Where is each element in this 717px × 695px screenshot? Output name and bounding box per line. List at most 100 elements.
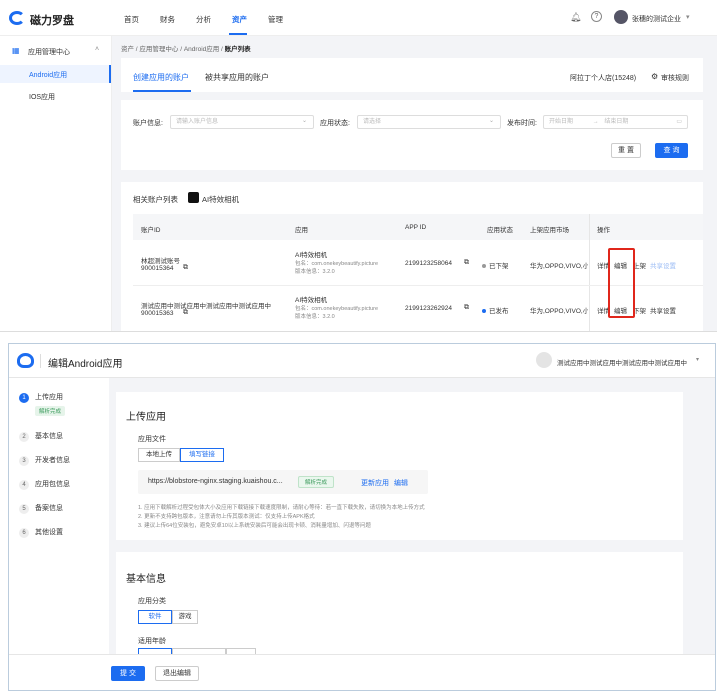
status-label: 应用状态:	[320, 120, 350, 127]
app-link[interactable]: AI特效相机	[295, 297, 328, 304]
delist-link[interactable]: 下架	[633, 308, 646, 315]
page-title: 编辑Android应用	[48, 359, 123, 370]
app-url: https://blobstore-nginx.staging.kuaishou…	[148, 478, 283, 485]
detail-link[interactable]: 详情	[597, 263, 610, 270]
category-software[interactable]: 软件	[138, 610, 172, 624]
nav-analysis[interactable]: 分析	[196, 15, 211, 24]
user-name[interactable]: 张穗的测试企业	[632, 16, 681, 23]
edit-link[interactable]: 编辑	[614, 308, 627, 315]
chevron-down-icon[interactable]: ▾	[686, 14, 690, 21]
step-number: 5	[19, 504, 29, 514]
copy-icon[interactable]: ⧉	[464, 304, 469, 311]
col-status: 应用状态	[487, 227, 513, 234]
end-date[interactable]: 结束日期	[604, 119, 629, 125]
copy-icon[interactable]: ⧉	[183, 309, 188, 316]
status-select[interactable]: 请选择	[357, 115, 501, 129]
step-number: 1	[19, 393, 29, 403]
upload-note: 1. 应用下载解析过程受包体大小及应用下载链接下载速度限制，请耐心等待：若一直下…	[138, 505, 425, 511]
search-button[interactable]: 查 询	[655, 143, 688, 158]
category-game[interactable]: 游戏	[172, 610, 198, 624]
update-app-link[interactable]: 更新应用	[361, 480, 389, 487]
chevron-up-icon[interactable]: ˄	[95, 46, 100, 53]
edit-link[interactable]: 编辑	[614, 263, 627, 270]
account-list-panel: 磁力罗盘 首页 财务 分析 资产 管理 🔔︎ ? 张穗的测试企业 ▾ ▦ 应用管…	[0, 0, 717, 332]
share-settings-link[interactable]: 共享设置	[650, 308, 676, 315]
account-table-card: 相关账户列表 AI特效相机 账户ID 应用 APP ID 应用状态 上架应用市场…	[121, 182, 703, 331]
link-input-toggle[interactable]: 填写链接	[180, 448, 224, 462]
step-number: 3	[19, 456, 29, 466]
avatar[interactable]	[536, 352, 552, 368]
sidebar-item-ios[interactable]: IOS应用	[29, 94, 56, 101]
section-title: 基本信息	[126, 574, 166, 585]
sidebar-group-app-center[interactable]: 应用管理中心	[28, 49, 70, 56]
calendar-icon: ▭	[676, 119, 682, 125]
step-number: 6	[19, 528, 29, 538]
category-label: 应用分类	[138, 598, 166, 605]
local-upload-toggle[interactable]: 本地上传	[138, 448, 180, 462]
related-accounts-label: 相关账户列表	[133, 195, 178, 204]
breadcrumb-item[interactable]: 应用管理中心	[139, 46, 179, 53]
app-id: 2199123262924	[405, 305, 452, 312]
date-range-picker[interactable]: 开始日期 → 结束日期 ▭	[543, 115, 688, 129]
chevron-down-icon: ⌄	[489, 118, 495, 124]
app-link[interactable]: AI特效相机	[295, 252, 328, 259]
reset-button[interactable]: 重 置	[611, 143, 641, 158]
start-date[interactable]: 开始日期	[549, 119, 574, 125]
breadcrumb-item[interactable]: 资产	[121, 46, 134, 53]
list-link[interactable]: 上架	[633, 263, 646, 270]
col-app-id: APP ID	[405, 224, 427, 231]
copy-icon[interactable]: ⧉	[464, 259, 469, 266]
upload-note: 2. 更新不支持跨包版本，注意请勿上传其版本测试：仅支持上传APK格式	[138, 514, 315, 520]
help-icon[interactable]: ?	[591, 11, 602, 22]
app-id: 2199123258064	[405, 260, 452, 267]
tab-created-accounts[interactable]: 创建应用的账户	[133, 73, 189, 82]
table-row	[133, 240, 703, 286]
breadcrumb-current: 账户列表	[224, 46, 251, 53]
audit-rules-link[interactable]: 审核规则	[661, 75, 689, 82]
top-navbar: 磁力罗盘 首页 财务 分析 资产 管理 🔔︎ ? 张穗的测试企业 ▾	[0, 0, 717, 36]
submit-button[interactable]: 提 交	[111, 666, 145, 681]
chevron-down-icon[interactable]: ▾	[696, 357, 700, 363]
bell-icon[interactable]: 🔔︎	[570, 12, 582, 22]
edit-link[interactable]: 编辑	[394, 480, 408, 487]
sidebar: ▦ 应用管理中心 ˄ Android应用 IOS应用	[0, 36, 112, 331]
divider	[40, 354, 41, 368]
nav-assets[interactable]: 资产	[232, 15, 247, 24]
tab-shared-accounts[interactable]: 被共享应用的账户	[205, 73, 269, 82]
nav-finance[interactable]: 财务	[160, 15, 175, 24]
breadcrumb-item[interactable]: Android应用	[183, 46, 220, 53]
nav-home[interactable]: 首页	[124, 15, 139, 24]
app-logo-icon	[188, 192, 199, 203]
file-label: 应用文件	[138, 436, 166, 443]
brand-name: 磁力罗盘	[30, 15, 74, 27]
edit-header: 编辑Android应用 测试应用中测试应用中测试应用中测试应用中 ▾	[9, 344, 715, 378]
copy-icon[interactable]: ⧉	[183, 264, 188, 271]
filter-card: 账户信息: 请输入账户信息 ⌄ 应用状态: 请选择 ⌄ 发布时间: 开始日期 →…	[121, 100, 703, 170]
col-actions: 操作	[597, 227, 610, 234]
exit-edit-button[interactable]: 退出编辑	[155, 666, 199, 681]
section-title: 上传应用	[126, 412, 166, 423]
grid-icon: ▦	[12, 46, 20, 55]
tab-active-indicator	[133, 90, 191, 92]
detail-link[interactable]: 详情	[597, 308, 610, 315]
account-id: 900015363	[141, 310, 174, 317]
share-settings-link[interactable]: 共享设置	[650, 263, 676, 270]
main-content: 资产 / 应用管理中心 / Android应用 / 账户列表 创建应用的账户 被…	[112, 36, 717, 331]
sidebar-item-android[interactable]: Android应用	[0, 65, 111, 83]
account-info-input[interactable]: 请输入账户信息	[170, 115, 314, 129]
app-package: 包名：com.onekeybeautify.picture	[295, 306, 379, 312]
breadcrumb: 资产 / 应用管理中心 / Android应用 / 账户列表	[121, 46, 251, 53]
avatar[interactable]	[614, 10, 628, 24]
account-info-label: 账户信息:	[133, 120, 163, 127]
app-version: 版本信息：3.2.0	[295, 314, 335, 320]
nav-manage[interactable]: 管理	[268, 15, 283, 24]
user-name[interactable]: 测试应用中测试应用中测试应用中测试应用中	[557, 360, 687, 367]
